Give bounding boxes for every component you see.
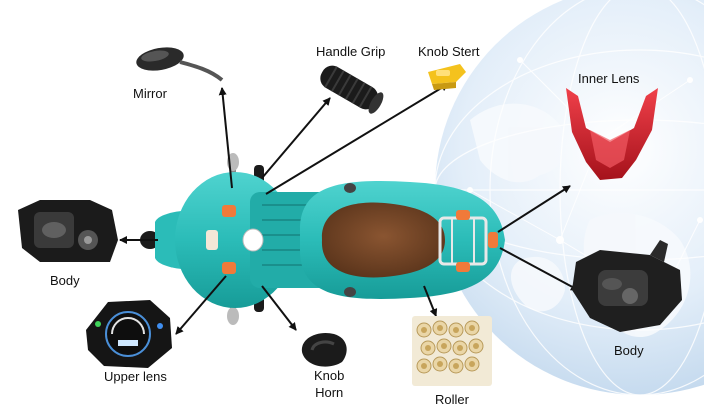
inner-lens-icon — [566, 88, 658, 180]
arrow-inner-lens — [497, 185, 571, 233]
label-knob-horn-line1: Knob — [314, 368, 345, 383]
mirror-icon — [136, 47, 224, 82]
upper-lens-icon — [86, 300, 172, 368]
label-body-right: Body — [614, 343, 644, 358]
label-handle-grip: Handle Grip — [316, 44, 386, 59]
handle-grip-icon — [320, 65, 384, 114]
label-upper-lens: Upper lens — [104, 369, 167, 384]
label-body-left: Body — [50, 273, 80, 288]
label-roller: Roller — [435, 392, 469, 407]
label-knob-start: Knob Stert — [418, 44, 480, 59]
body-part-icon-left — [18, 200, 118, 262]
arrow-upper-lens — [175, 275, 227, 335]
body-part-icon-right — [572, 240, 682, 332]
roller-icon — [412, 316, 492, 386]
label-inner-lens: Inner Lens — [578, 71, 640, 86]
connector-arrows — [119, 83, 579, 335]
arrow-mirror — [218, 87, 233, 189]
arrow-roller — [423, 285, 438, 317]
label-knob-horn-line2: Horn — [315, 385, 344, 400]
knob-start-icon — [428, 64, 466, 90]
arrow-knob-start — [265, 83, 449, 195]
label-knob-horn: Knob Horn — [314, 367, 344, 401]
arrow-body-right — [499, 247, 579, 291]
arrow-handle-grip — [261, 97, 331, 179]
knob-horn-icon — [301, 332, 347, 367]
label-mirror: Mirror — [133, 86, 167, 101]
arrow-knob-horn — [261, 285, 297, 331]
